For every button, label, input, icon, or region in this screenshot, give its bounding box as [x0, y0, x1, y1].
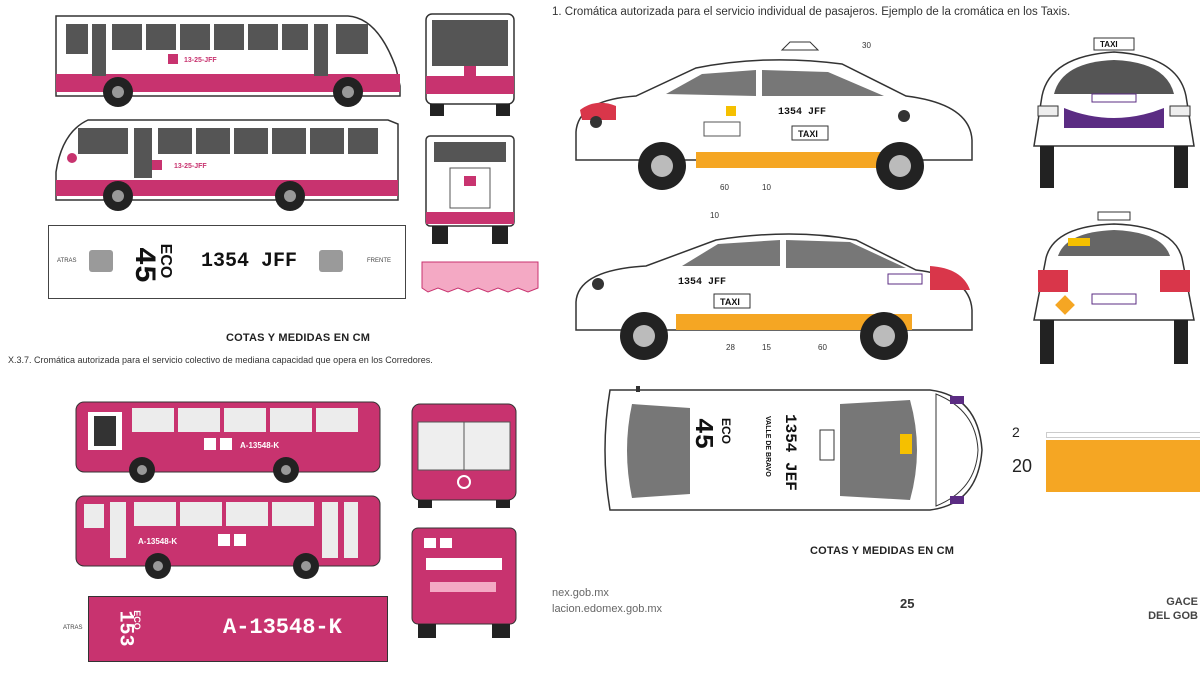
- corridor-bus-side-view-1: A-13548-K: [75, 401, 381, 483]
- taxi-side-1-plate: 1354 JFF: [778, 107, 826, 118]
- stripe-orange-band: [1046, 440, 1200, 492]
- taxi-front-view: TAXI: [1033, 37, 1195, 188]
- minibus-side-view-2: 13-25-JFF: [55, 119, 399, 211]
- gaceta-title-bottom: DEL GOB: [1148, 610, 1198, 622]
- minibus-plate-text: 13-25-JFF: [184, 57, 217, 64]
- taxi-stripe-detail: 2 20: [1010, 424, 1200, 494]
- pink-stripe-detail: [421, 261, 539, 293]
- taxi-rear-view: [1033, 211, 1195, 364]
- panel-2-atras-label: ATRAS: [63, 625, 83, 631]
- taxi-top-view: ECO 45 1354 JEF VALLE DE BRAVO: [604, 386, 983, 511]
- left-caption-cotas: COTAS Y MEDIDAS EN CM: [226, 332, 371, 344]
- taxi-top-plate: 1354 JEF: [781, 414, 799, 491]
- page-number: 25: [900, 596, 915, 611]
- corridor-bus-plate-text: A-13548-K: [240, 441, 279, 450]
- stripe-dim-top: 2: [1012, 424, 1020, 440]
- corridor-bus-front-view: [411, 403, 517, 508]
- footer-url-1[interactable]: nex.gob.mx: [552, 587, 609, 599]
- taxi-side-2-plate: 1354 JFF: [678, 277, 726, 288]
- gaceta-title-top: GACE: [1166, 596, 1198, 608]
- taxi-side-view-2: 1354 JFF TAXI 28 15 60 10: [575, 211, 973, 360]
- taxi-dim-e: 60: [818, 343, 827, 352]
- taxi-dim-g: 10: [710, 211, 719, 220]
- panel-1-gray-block-right: [319, 250, 343, 272]
- taxi-dim-d: 15: [762, 343, 771, 352]
- panel-1-eco-label: ECO: [157, 243, 174, 279]
- panel-1-atras-label: ATRAS: [57, 258, 77, 264]
- panel-1-plate: 1354 JFF: [201, 250, 298, 273]
- left-section-heading: X.3.7. Cromática autorizada para el serv…: [8, 355, 433, 365]
- taxi-side-view-1: 1354 JFF TAXI 60 10 30: [575, 41, 973, 192]
- plate-layout-panel-1: ATRAS 45 ECO 1354 JFF FRENTE: [48, 225, 406, 299]
- taxi-side-1-taxi-label: TAXI: [798, 129, 818, 139]
- minibus-side-view-1: 13-25-JFF: [55, 15, 401, 107]
- taxi-top-valle-label: VALLE DE BRAVO: [764, 416, 771, 477]
- corridor-bus-2-plate-text: A-13548-K: [138, 537, 177, 546]
- stripe-thin-band: [1046, 432, 1200, 438]
- minibus-2-plate-text: 13-25-JFF: [174, 163, 207, 170]
- corridor-bus-rear-view: [411, 527, 517, 638]
- panel-2-eco-label: ECO: [132, 610, 142, 630]
- taxi-top-eco-label: ECO: [719, 418, 733, 444]
- panel-2-plate: A-13548-K: [223, 615, 342, 640]
- stripe-dim-bottom: 20: [1012, 456, 1033, 476]
- plate-layout-panel-2: ATRAS 153 ECO A-13548-K: [63, 596, 388, 662]
- taxi-dim-c: 28: [726, 343, 735, 352]
- taxi-front-roof-label: TAXI: [1100, 40, 1118, 49]
- minibus-front-view: [425, 13, 515, 116]
- corridor-bus-side-view-2: A-13548-K: [75, 495, 381, 579]
- right-section-heading: 1. Cromática autorizada para el servicio…: [552, 6, 1071, 18]
- taxi-dim-a: 60: [720, 183, 729, 192]
- panel-1-eco-box: 45 ECO: [121, 234, 181, 290]
- minibus-rear-view: [425, 135, 515, 244]
- taxi-side-2-taxi-label: TAXI: [720, 297, 740, 307]
- footer-url-2[interactable]: lacion.edomex.gob.mx: [552, 603, 663, 615]
- taxi-dim-b: 10: [762, 183, 771, 192]
- panel-1-frente-label: FRENTE: [367, 258, 391, 264]
- taxi-dim-f: 30: [862, 41, 871, 50]
- panel-1-eco-number: 45: [126, 246, 160, 283]
- taxi-top-eco-number: 45: [688, 418, 718, 449]
- right-caption-cotas: COTAS Y MEDIDAS EN CM: [810, 545, 955, 557]
- panel-1-gray-block-left: [89, 250, 113, 272]
